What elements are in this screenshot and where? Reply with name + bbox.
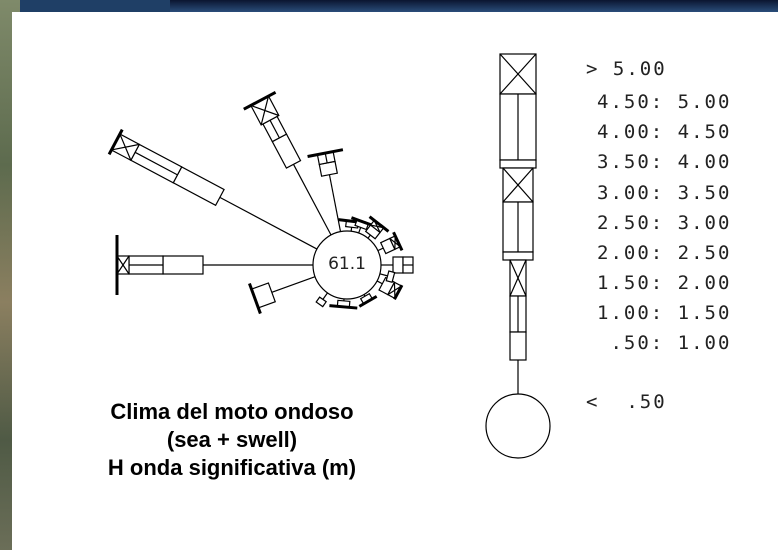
- rose-arm: [379, 270, 396, 283]
- arm-end-bar: [243, 90, 277, 111]
- rose-arm: [381, 256, 414, 274]
- rose-arm: [364, 215, 390, 240]
- arm-stem: [376, 280, 383, 285]
- rose-arm: [329, 298, 358, 310]
- legend-label: 3.50: 4.00: [597, 151, 732, 173]
- legend-box-cross: [499, 53, 537, 95]
- rose-arm: [358, 292, 378, 308]
- legend-label: 1.00: 1.50: [597, 302, 732, 324]
- legend-label: 2.50: 3.00: [597, 212, 732, 234]
- arm-stem: [219, 196, 318, 250]
- caption-line-3: H onda significativa (m): [107, 455, 357, 480]
- legend-class-box: [502, 251, 534, 261]
- arm-box-cross: [111, 143, 140, 151]
- legend-label: > 5.00: [586, 58, 667, 80]
- caption-line-1: Clima del moto ondoso: [110, 399, 354, 424]
- legend-class-box: [499, 159, 537, 169]
- arm-class-box: [172, 166, 225, 207]
- arm-end-bar: [307, 148, 344, 159]
- arm-end-bar: [392, 231, 404, 252]
- arm-end-bar: [329, 304, 358, 310]
- chart-caption: Clima del moto ondoso (sea + swell) H on…: [52, 398, 412, 482]
- arm-end-bar: [350, 216, 375, 228]
- rose-arm: [243, 90, 332, 236]
- legend-calm-circle: [485, 393, 551, 459]
- arm-end-bar: [393, 284, 404, 300]
- arm-end-bar: [107, 128, 124, 156]
- arm-stem: [292, 164, 332, 236]
- legend-class-box: [509, 331, 527, 361]
- rose-arm: [315, 292, 328, 308]
- arm-box-cross: [250, 104, 280, 117]
- center-calm-value: 61.1: [328, 254, 366, 274]
- wave-rose-chart: 61.1: [107, 53, 551, 459]
- arm-stem: [322, 292, 328, 300]
- arm-class-box: [385, 270, 396, 283]
- arm-end-bar: [248, 282, 262, 315]
- arm-box-divider: [324, 152, 328, 164]
- legend-label: 4.00: 4.50: [597, 121, 732, 143]
- legend-label: 4.50: 5.00: [597, 91, 732, 113]
- arm-end-bar: [368, 215, 390, 233]
- arm-stem: [271, 276, 316, 293]
- arm-box-cross: [116, 255, 130, 275]
- rose-arm: [115, 235, 313, 295]
- arm-stem: [377, 247, 384, 252]
- rose-arm: [376, 276, 404, 300]
- legend-label: .50: 1.00: [597, 332, 732, 354]
- legend-label: 3.00: 3.50: [597, 182, 732, 204]
- arm-stem: [328, 174, 342, 232]
- legend-label: < .50: [586, 391, 667, 413]
- legend-box-cross: [509, 259, 527, 297]
- chart-panel: 61.1: [12, 12, 778, 550]
- rose-arm: [377, 231, 404, 255]
- rose-arm: [248, 276, 316, 315]
- arm-box-divider: [269, 119, 280, 139]
- arm-box-divider: [134, 151, 178, 176]
- rose-arm: [350, 216, 375, 234]
- slide-top-bar: [170, 0, 778, 12]
- legend-box-cross: [502, 167, 534, 203]
- arm-class-box: [392, 256, 404, 274]
- arm-class-box: [162, 255, 204, 275]
- rose-arm: [107, 128, 318, 250]
- arm-class-box: [315, 296, 328, 308]
- caption-line-2: (sea + swell): [166, 427, 298, 452]
- rose-arm: [307, 148, 344, 232]
- arm-end-bar: [358, 295, 378, 308]
- legend-label: 2.00: 2.50: [597, 242, 732, 264]
- legend-label: 1.50: 2.00: [597, 272, 732, 294]
- arm-stem: [358, 227, 362, 234]
- arm-stem: [367, 234, 371, 239]
- arm-stem: [379, 273, 388, 277]
